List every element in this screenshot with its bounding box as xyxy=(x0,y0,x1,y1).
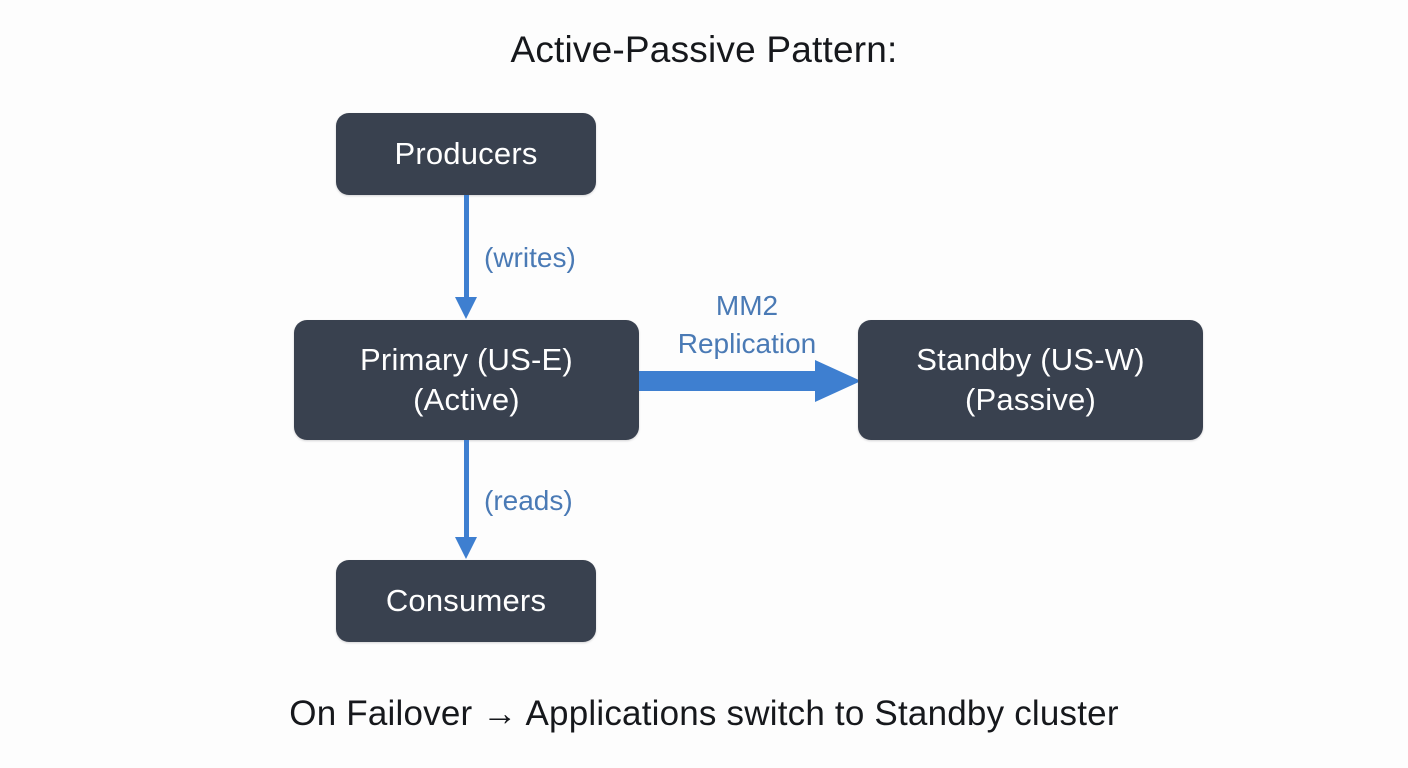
arrow-head xyxy=(455,537,477,559)
edge-label-mm2-replication: MM2 Replication xyxy=(639,287,855,363)
node-consumers[interactable]: Consumers xyxy=(336,560,596,642)
page-title: Active-Passive Pattern: xyxy=(510,29,898,70)
arrow-shaft xyxy=(464,195,469,299)
arrow-head xyxy=(815,360,861,402)
node-primary-line1: Primary (US-E) xyxy=(360,342,573,378)
node-standby-us-west[interactable]: Standby (US-W) (Passive) xyxy=(858,320,1203,440)
edge-label-writes: (writes) xyxy=(484,242,576,273)
footer-caption: On Failover → Applications switch to Sta… xyxy=(289,694,1119,733)
node-producers[interactable]: Producers xyxy=(336,113,596,195)
node-producers-label: Producers xyxy=(394,136,538,172)
edge-label-mm2-line1: MM2 xyxy=(715,290,779,321)
node-primary-us-east[interactable]: Primary (US-E) (Active) xyxy=(294,320,639,440)
edge-label-mm2-line2: Replication xyxy=(677,327,817,359)
arrow-shaft xyxy=(464,440,469,539)
edge-label-reads: (reads) xyxy=(484,485,573,516)
arrow-primary-to-consumers-icon xyxy=(451,440,481,560)
node-consumers-label: Consumers xyxy=(385,583,547,619)
node-primary-line2: (Active) xyxy=(413,382,520,417)
arrow-head xyxy=(455,297,477,319)
arrow-mm2-replication-icon xyxy=(639,360,861,402)
node-standby-line2: (Passive) xyxy=(965,382,1096,417)
node-standby-line1: Standby (US-W) xyxy=(916,342,1145,378)
arrow-shaft xyxy=(639,371,819,391)
arrow-producers-to-primary-icon xyxy=(451,195,481,320)
